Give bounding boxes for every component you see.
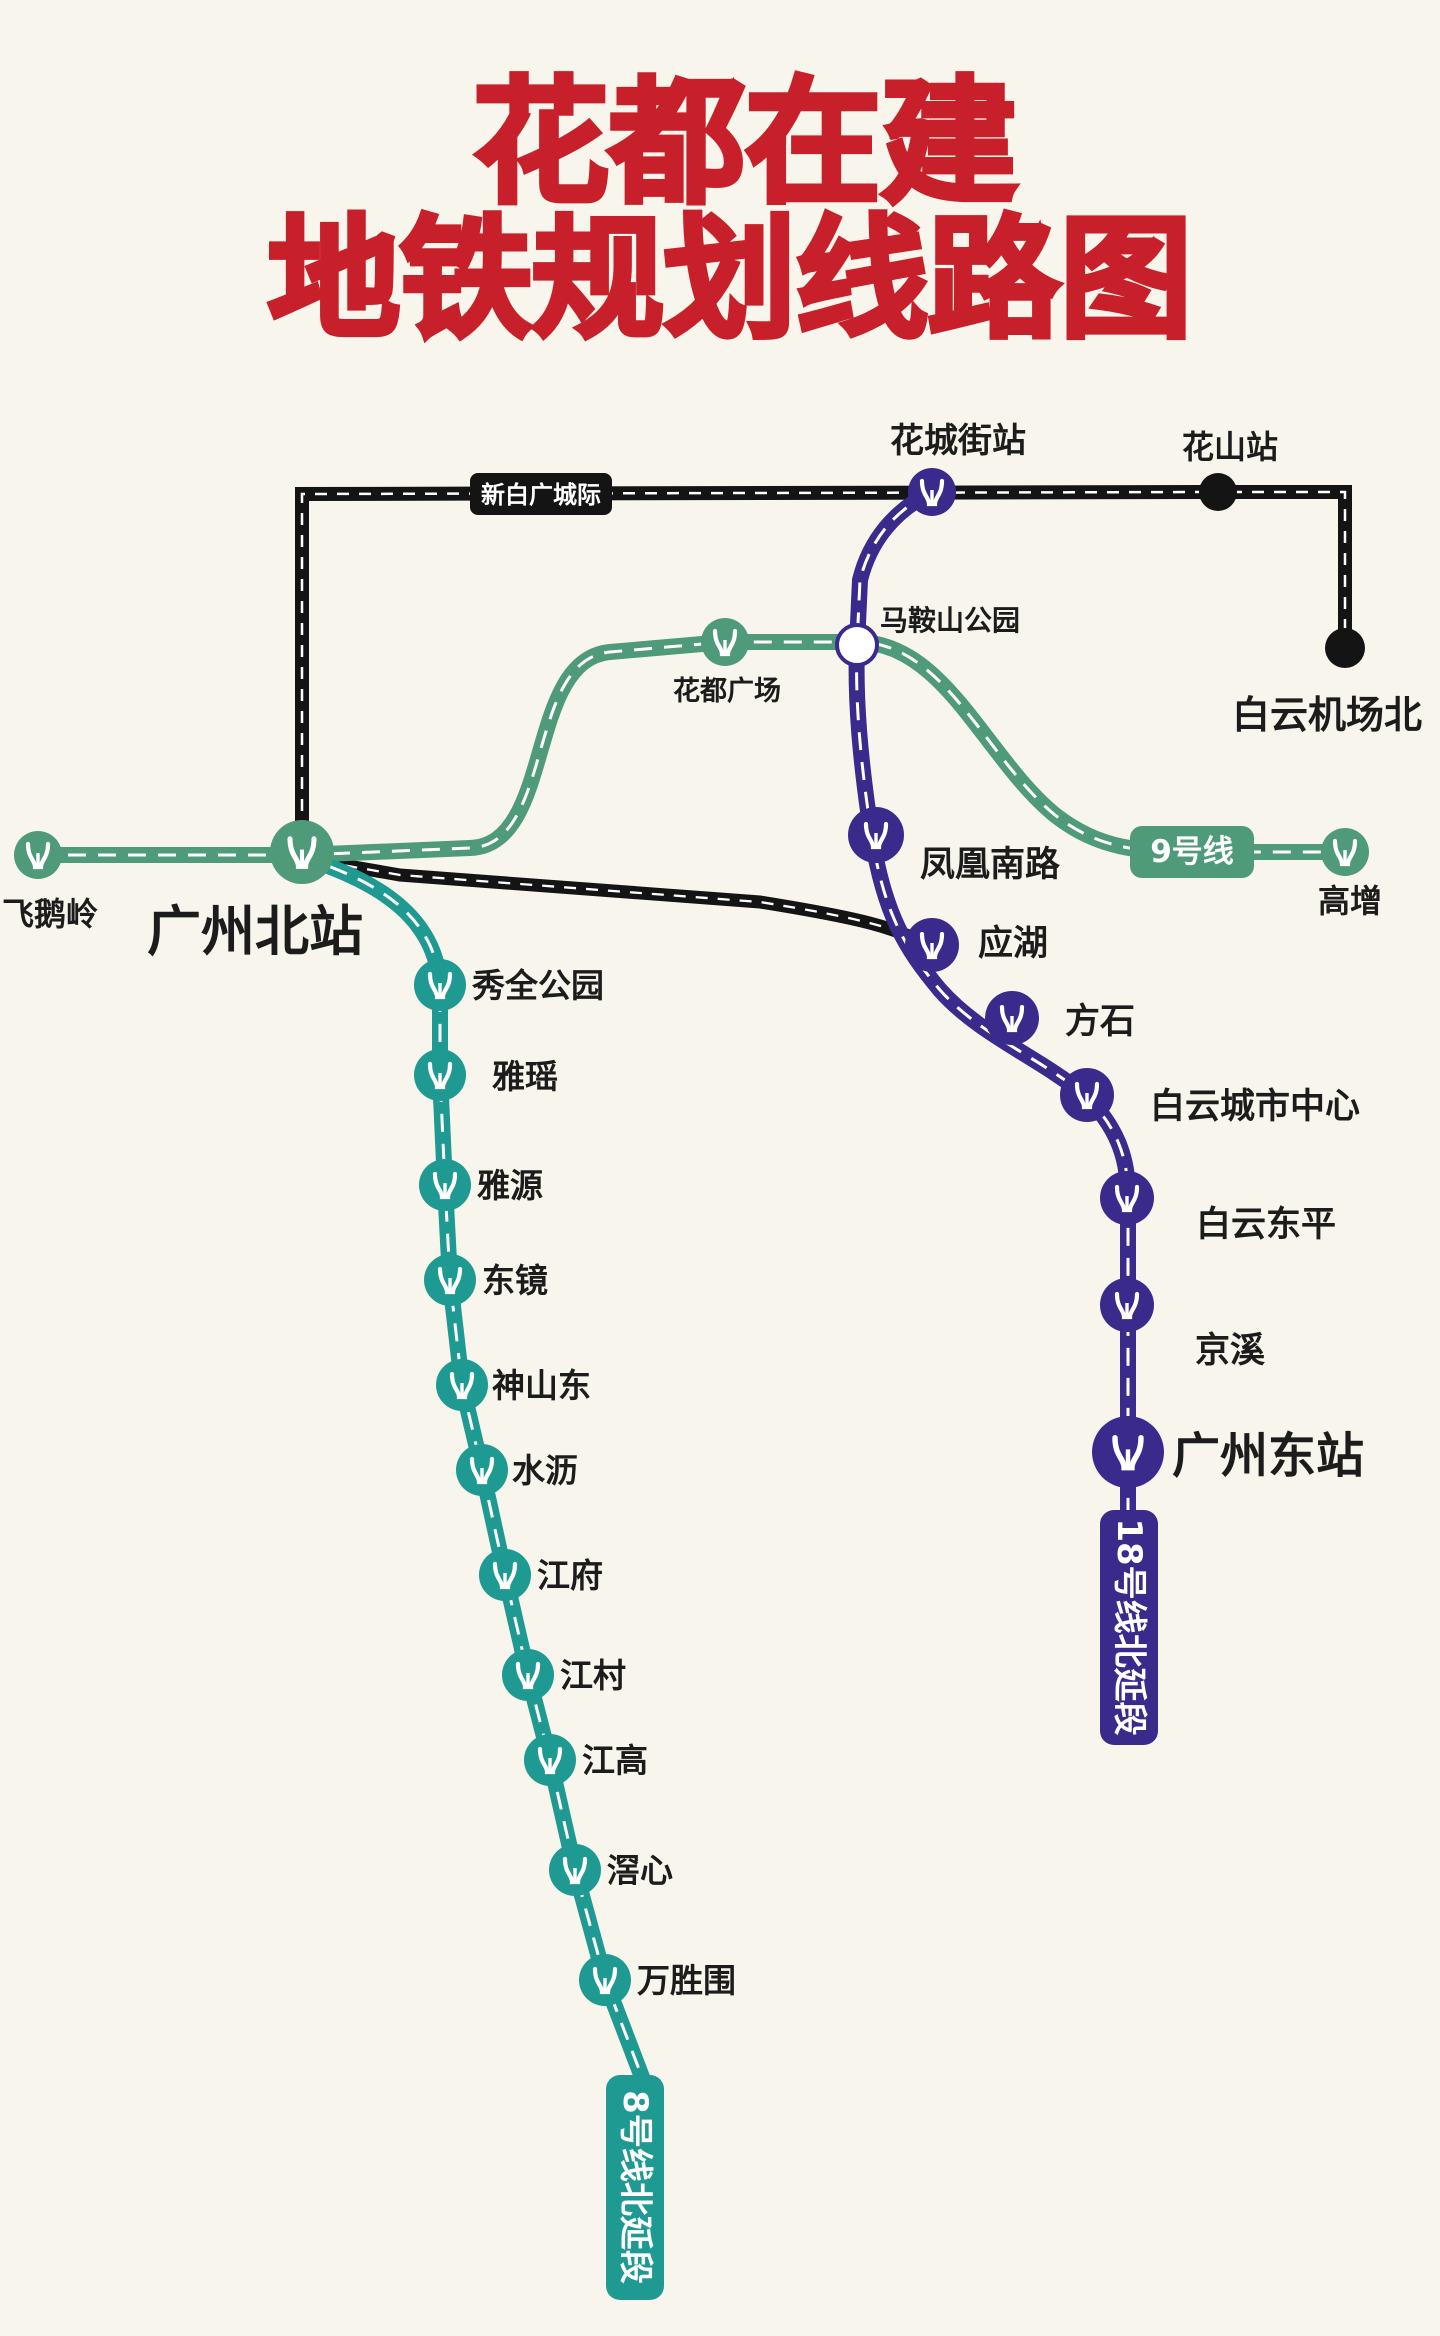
station-label: 雅源 (477, 1166, 543, 1205)
station-fangshi[interactable]: 方石 (985, 991, 1135, 1045)
station-label: 东镜 (482, 1261, 548, 1300)
line18-badge-label: 18号线北延段 (1109, 1518, 1149, 1735)
station-label: 广州东站 (1172, 1428, 1364, 1484)
station-gaozeng[interactable]: 高增 (1318, 828, 1382, 920)
title-line-2: 地铁规划线路图 (268, 203, 1192, 357)
station-baiyun-city-center[interactable]: 白云城市中心 (1060, 1068, 1360, 1127)
station-label: 凤凰南路 (920, 845, 1061, 885)
station-label: 花都广场 (673, 676, 781, 707)
station-label: 白云东平 (1196, 1205, 1336, 1245)
station-label: 雅瑶 (492, 1057, 558, 1096)
station-jiangcun[interactable]: 江村 (502, 1649, 626, 1701)
station-dongjing[interactable]: 东镜 (424, 1254, 548, 1306)
station-label: 滘心 (607, 1851, 673, 1890)
title: 花都在建 地铁规划线路图 (266, 63, 1195, 360)
station-label: 秀全公园 (471, 966, 604, 1005)
station-label: 方石 (1065, 1002, 1135, 1042)
station-shenshan-east[interactable]: 神山东 (436, 1359, 591, 1411)
intercity-badge[interactable]: 新白广城际 (470, 473, 612, 515)
station-xiaxin[interactable]: 滘心 (549, 1844, 673, 1896)
intercity-line (295, 485, 1352, 954)
line8-badge-label: 8号线北延段 (615, 2090, 655, 2284)
station-dot (1199, 473, 1237, 511)
station-label: 花城街站 (890, 421, 1026, 461)
line-9 (38, 634, 1345, 863)
station-huadu-square[interactable]: 花都广场 (673, 618, 781, 707)
station-label: 白云城市中心 (1150, 1087, 1360, 1127)
station-label: 白云机场北 (1232, 693, 1422, 737)
station-label: 江高 (582, 1741, 648, 1780)
station-yinghu[interactable]: 应湖 (905, 918, 1048, 972)
station-jianggao[interactable]: 江高 (524, 1734, 648, 1786)
interchange-dot (835, 623, 879, 667)
station-baiyun-airport-north[interactable]: 白云机场北 (1232, 628, 1422, 737)
station-label: 马鞍山公园 (880, 604, 1020, 637)
station-dot (1325, 628, 1365, 668)
station-guangzhou-east[interactable]: 广州东站 (1092, 1416, 1364, 1488)
station-guangzhou-north[interactable]: 广州北站 (147, 820, 363, 963)
station-label: 京溪 (1195, 1330, 1266, 1371)
station-label: 飞鹅岭 (2, 895, 98, 933)
station-label: 江府 (537, 1556, 603, 1595)
station-label: 应湖 (978, 923, 1048, 964)
station-yayao[interactable]: 雅瑶 (414, 1049, 558, 1101)
station-shuili[interactable]: 水沥 (456, 1444, 578, 1496)
station-label: 广州北站 (147, 900, 363, 963)
station-jiangfu[interactable]: 江府 (479, 1549, 603, 1601)
line18-badge[interactable]: 18号线北延段 (1100, 1510, 1158, 1745)
line9-badge[interactable]: 9号线 (1130, 826, 1254, 878)
station-label: 万胜围 (637, 1961, 736, 2000)
station-huacheng-street[interactable]: 花城街站 (890, 421, 1026, 516)
station-jingxi[interactable]: 京溪 (1100, 1278, 1266, 1371)
station-huashan[interactable]: 花山站 (1182, 428, 1278, 511)
line9-badge-label: 9号线 (1150, 834, 1234, 870)
station-wanshengwei[interactable]: 万胜围 (579, 1954, 736, 2006)
station-label: 江村 (560, 1656, 626, 1695)
station-label: 花山站 (1182, 428, 1278, 466)
station-baiyun-dongping[interactable]: 白云东平 (1100, 1171, 1336, 1245)
station-label: 神山东 (492, 1366, 591, 1405)
line8-badge[interactable]: 8号线北延段 (606, 2075, 664, 2300)
intercity-badge-label: 新白广城际 (481, 481, 601, 509)
station-xiuquan-park[interactable]: 秀全公园 (414, 959, 604, 1011)
line-8 (299, 849, 653, 2088)
station-yayuan[interactable]: 雅源 (419, 1159, 543, 1211)
station-feieling[interactable]: 飞鹅岭 (2, 831, 98, 933)
station-maanshan-park[interactable]: 马鞍山公园 (835, 604, 1020, 667)
station-fenghuang-south[interactable]: 凤凰南路 (848, 807, 1061, 885)
station-label: 水沥 (512, 1451, 578, 1490)
station-label: 高增 (1318, 882, 1382, 920)
title-line-1: 花都在建 (473, 65, 1017, 223)
